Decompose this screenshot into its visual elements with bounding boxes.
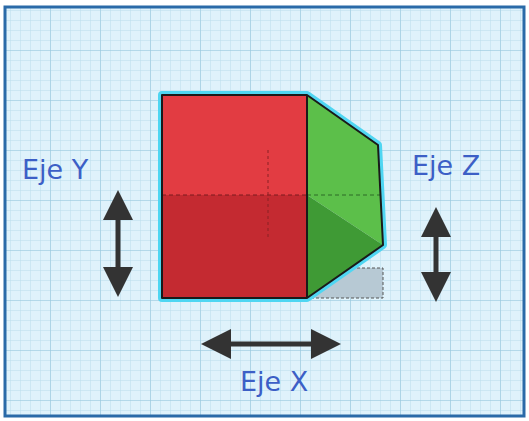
axis-label: Eje X bbox=[240, 368, 308, 395]
axis-label: Eje Z bbox=[412, 152, 480, 179]
axis-label: Eje Y bbox=[22, 156, 88, 183]
